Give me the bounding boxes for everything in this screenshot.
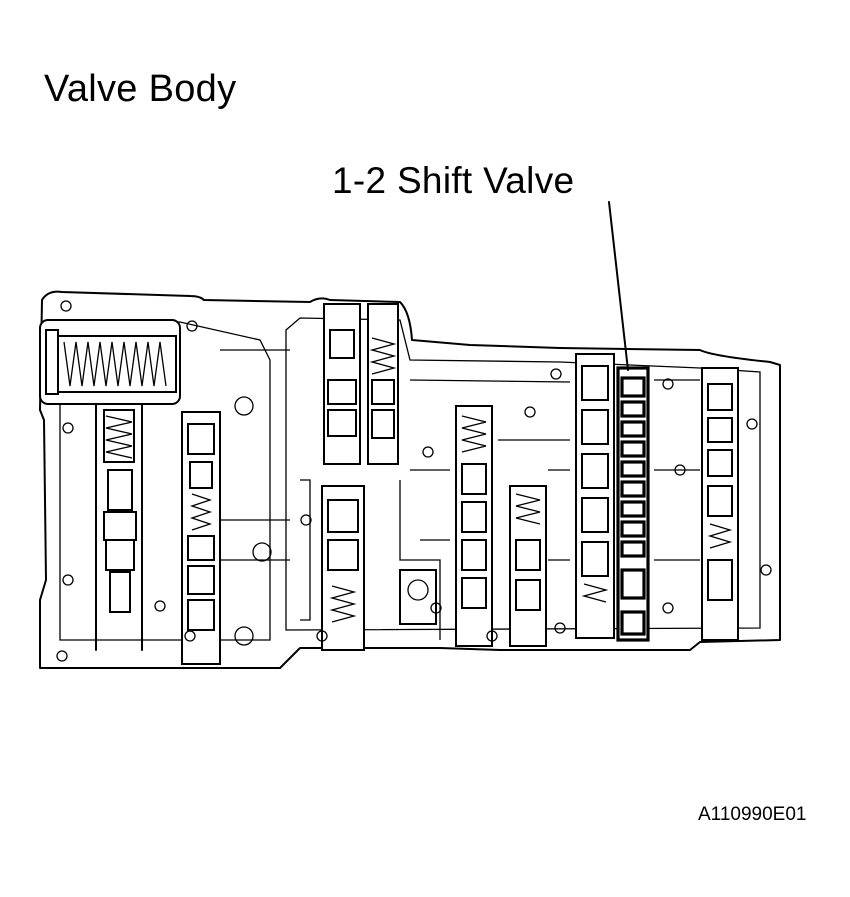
- valve-body-outline: [39, 290, 781, 669]
- upper-middle-valves: [323, 303, 399, 465]
- left-spring-housing: [39, 319, 181, 405]
- valve-column-adjacent: [575, 353, 615, 639]
- valve-column-2: [181, 411, 221, 665]
- bolt-holes: [56, 300, 772, 662]
- center-valves: [455, 405, 547, 647]
- callout-leader-line: [608, 201, 629, 371]
- shift-valve-1-2: [616, 366, 650, 642]
- shift-valve-callout-label: 1-2 Shift Valve: [332, 160, 575, 201]
- lower-middle-valves: [321, 485, 437, 651]
- diagram-title: Valve Body: [44, 68, 237, 110]
- right-valve-column: [701, 367, 739, 641]
- figure-id: A110990E01: [698, 804, 807, 825]
- left-vertical-valve: [95, 403, 143, 651]
